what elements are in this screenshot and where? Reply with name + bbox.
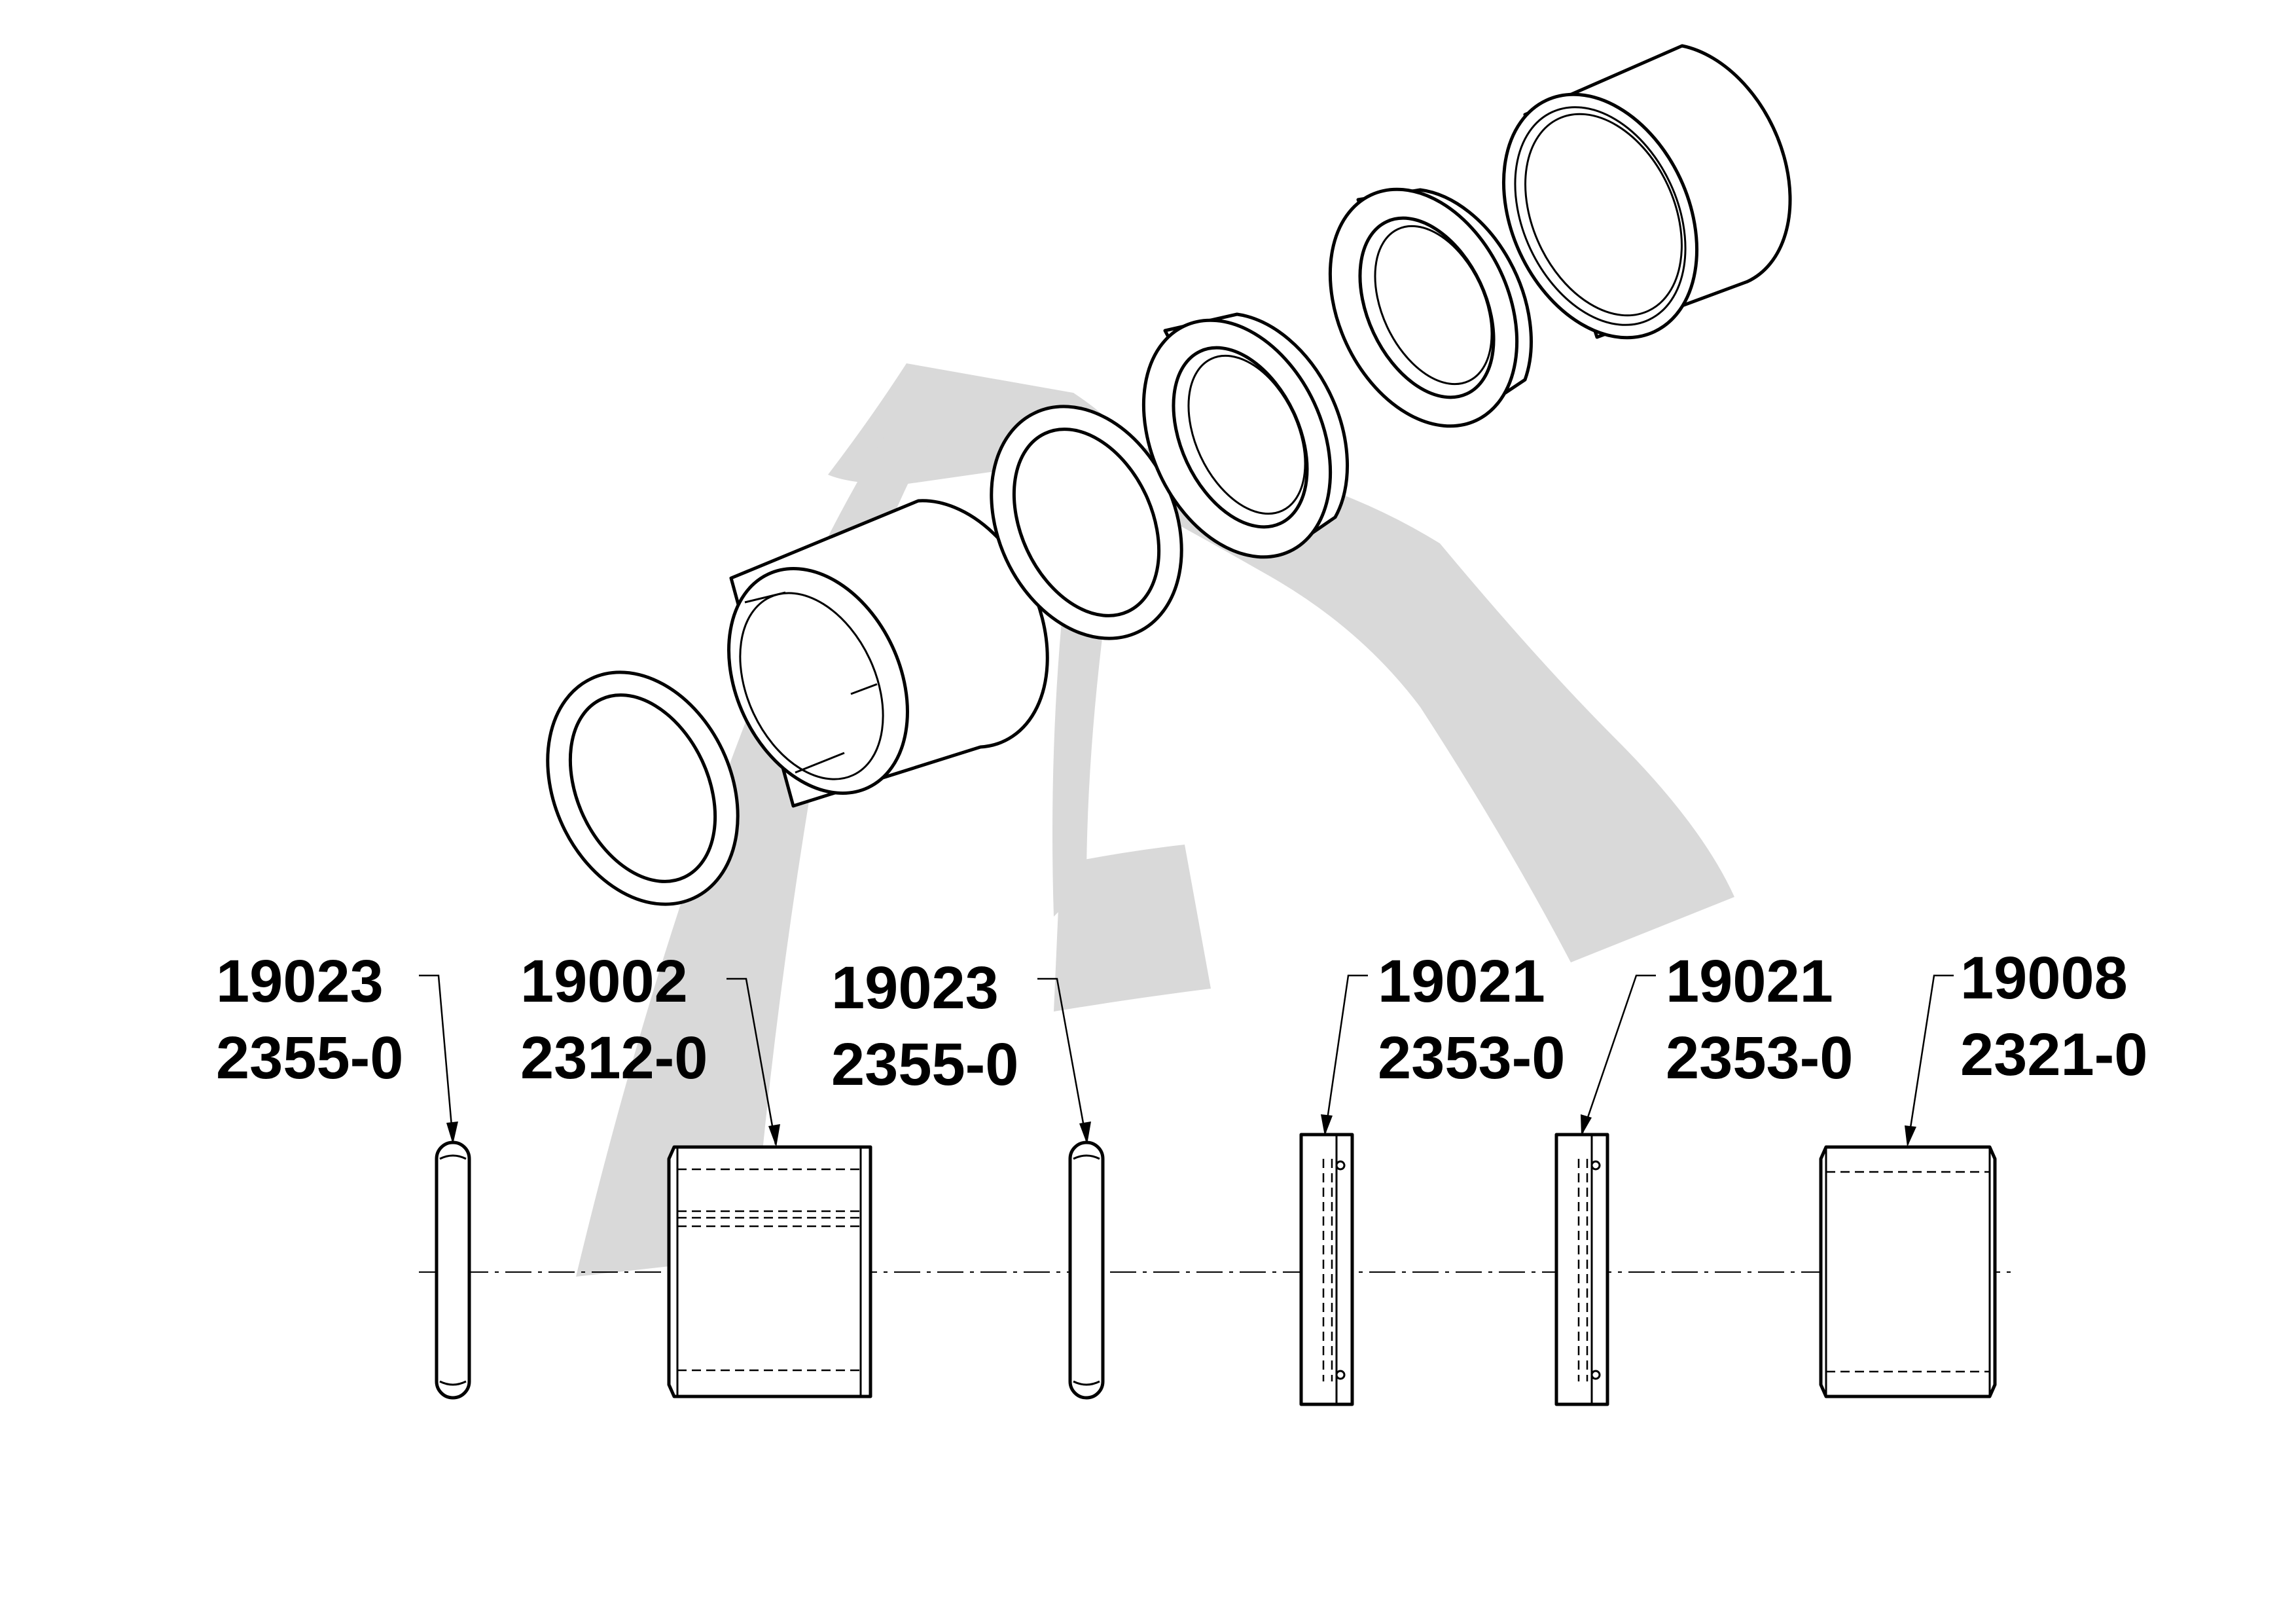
seal-ring-iso-1 [1141,312,1349,559]
o-ring-iso-left [546,670,740,906]
callout-3: 19023 2355-0 [831,955,1091,1144]
isometric-exploded-view [546,44,1792,906]
callout-part-number: 19023 [831,955,999,1021]
callout-drawing-number: 2353-0 [1666,1025,1853,1091]
callout-1: 19023 2355-0 [216,948,458,1144]
callout-drawing-number: 2312-0 [520,1025,708,1091]
seal-ring-iso-2 [1328,187,1533,428]
bushing-side [667,1145,872,1398]
callout-2: 19002 2312-0 [520,948,780,1147]
sleeve-side [1819,1145,1997,1398]
callout-drawing-number: 2355-0 [216,1025,403,1091]
callout-part-number: 19008 [1960,945,2128,1012]
o-ring-side-middle [1068,1140,1105,1400]
callout-part-number: 19021 [1666,948,1833,1015]
callout-4: 19021 2353-0 [1321,948,1565,1136]
side-view-row [419,1133,2016,1406]
callout-drawing-number: 2355-0 [831,1031,1018,1098]
callout-drawing-number: 2321-0 [1960,1021,2147,1088]
callout-drawing-number: 2353-0 [1378,1025,1565,1091]
callout-part-number: 19021 [1378,948,1545,1015]
o-ring-side-left [435,1140,471,1400]
callout-part-number: 19002 [520,948,688,1015]
o-ring-iso-middle [990,405,1183,640]
seal-ring-side-2 [1554,1133,1609,1406]
callout-5: 19021 2353-0 [1581,948,1853,1136]
bushing-iso [727,499,1049,808]
sleeve-iso [1501,44,1792,340]
callout-part-number: 19023 [216,948,384,1015]
callout-6: 19008 2321-0 [1905,945,2147,1147]
seal-ring-side-1 [1299,1133,1354,1406]
